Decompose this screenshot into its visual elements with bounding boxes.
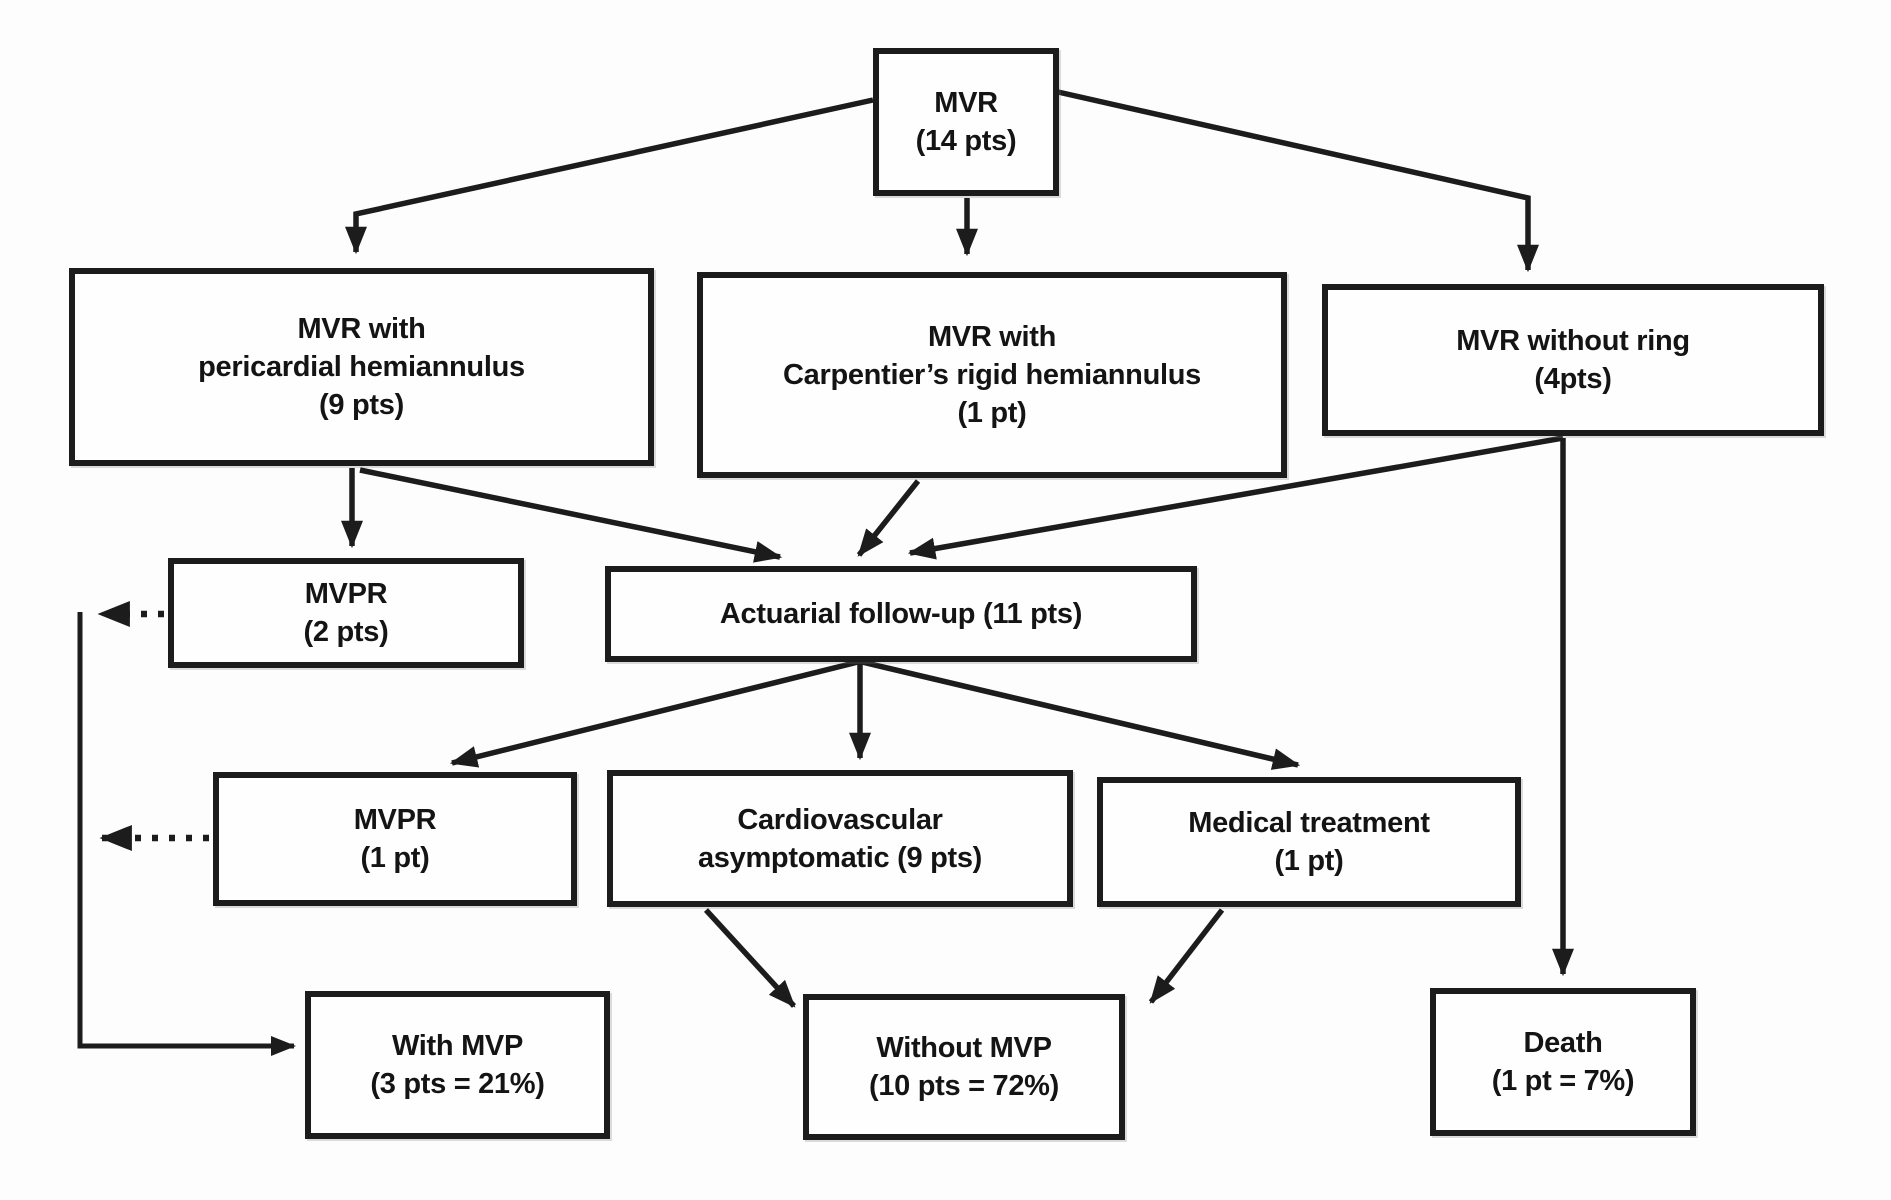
arrow-mvr-to-pericardial: [345, 97, 874, 255]
node-actuarial-follow-up: Actuarial follow-up (11 pts): [605, 566, 1197, 662]
node-label: MVPR: [353, 804, 437, 836]
node-label: MVPR: [304, 578, 388, 610]
node-cardiovascular-asymptomatic: Cardiovascular asymptomatic (9 pts): [607, 770, 1073, 907]
node-label: Actuarial follow-up (11 pts): [719, 598, 1083, 630]
node-mvpr-2pts: MVPR (2 pts): [168, 558, 524, 668]
arrow-actuarial-to-medical: [861, 659, 1301, 770]
node-label: asymptomatic (9 pts): [697, 841, 983, 874]
arrow-mvr-to-without-ring: [1057, 89, 1539, 273]
node-with-mvp: With MVP (3 pts = 21%): [305, 991, 610, 1139]
node-without-mvp: Without MVP (10 pts = 72%): [803, 994, 1125, 1140]
node-count: (14 pts): [915, 125, 1017, 157]
node-label: Death: [1523, 1027, 1603, 1059]
node-count: (2 pts): [303, 616, 389, 648]
node-label: MVR with: [927, 321, 1057, 353]
node-mvr-without-ring: MVR without ring (4pts): [1322, 284, 1824, 436]
node-death: Death (1 pt = 7%): [1430, 988, 1696, 1136]
node-label: MVR: [934, 87, 998, 119]
arrow-carpentier-to-actuarial: [856, 479, 921, 557]
node-count: (1 pt): [1274, 845, 1344, 877]
node-label: Medical treatment: [1188, 807, 1430, 839]
node-label: MVR without ring: [1456, 325, 1690, 357]
node-count: (1 pt = 7%): [1491, 1065, 1635, 1097]
node-count: (1 pt): [957, 397, 1027, 429]
node-mvr: MVR (14 pts): [873, 48, 1059, 196]
arrow-pericardial-to-actuarial: [359, 467, 783, 563]
node-count: (10 pts = 72%): [868, 1070, 1060, 1102]
arrow-cardio-to-without-mvp: [703, 908, 797, 1008]
node-medical-treatment: Medical treatment (1 pt): [1097, 777, 1521, 907]
node-label: Without MVP: [876, 1032, 1052, 1064]
node-label: pericardial hemiannulus: [198, 351, 525, 383]
node-label: MVR with: [297, 313, 426, 345]
node-count: (1 pt): [360, 842, 430, 874]
node-mvr-pericardial-hemiannulus: MVR with pericardial hemiannulus (9 pts): [69, 268, 654, 466]
node-mvr-carpentier-hemiannulus: MVR with Carpentier’s rigid hemiannulus …: [697, 272, 1287, 478]
node-count: (4pts): [1534, 363, 1612, 395]
node-label: Cardiovascular: [737, 803, 943, 836]
node-label: With MVP: [391, 1030, 524, 1062]
arrow-actuarial-to-mvpr1: [449, 659, 859, 768]
node-count: (9 pts): [319, 389, 404, 421]
node-label: Carpentier’s rigid hemiannulus: [782, 359, 1202, 391]
node-mvpr-1pt: MVPR (1 pt): [213, 772, 577, 906]
node-count: (3 pts = 21%): [370, 1068, 545, 1100]
arrow-medical-to-without-mvp: [1148, 908, 1225, 1004]
